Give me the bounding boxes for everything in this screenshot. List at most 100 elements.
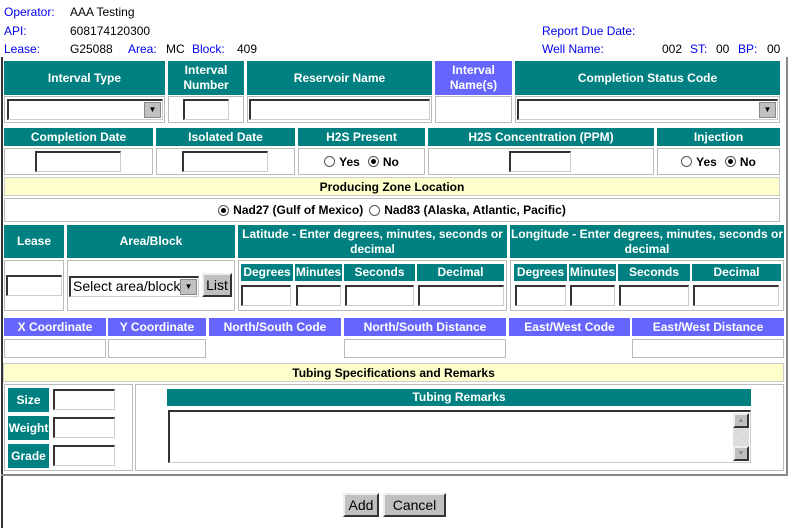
isolated-date-cell (156, 148, 295, 175)
lon-decimal-input[interactable] (693, 285, 779, 306)
reservoir-name-input[interactable] (249, 99, 430, 120)
scroll-down-icon[interactable]: ▼ (733, 446, 749, 461)
completion-status-select[interactable]: ▼ (517, 99, 778, 120)
h2s-no-radio[interactable] (367, 156, 379, 167)
interval-number-header: Interval Number (168, 61, 244, 95)
h2s-concentration-header: H2S Concentration (PPM) (428, 128, 654, 146)
lon-seconds-input[interactable] (619, 285, 689, 306)
area-block-cell (67, 260, 235, 311)
x-coordinate-input[interactable] (4, 339, 106, 358)
reservoir-name-cell (247, 96, 432, 123)
lat-seconds-header: Seconds (344, 264, 415, 281)
h2s-yes-radio[interactable] (324, 156, 336, 167)
h2s-no-label: No (382, 154, 399, 169)
frame-left-border (1, 57, 3, 528)
bp-label: BP: (738, 42, 758, 56)
interval-type-header: Interval Type (4, 61, 165, 95)
lat-degrees-input[interactable] (241, 285, 291, 306)
interval-type-select[interactable]: ▼ (7, 99, 163, 120)
list-button[interactable]: List (202, 273, 232, 297)
interval-type-cell (4, 96, 165, 123)
completion-date-cell (4, 148, 153, 175)
block-label: Block: (192, 42, 225, 56)
lon-degrees-input[interactable] (515, 285, 566, 306)
longitude-cell (510, 260, 784, 311)
st-value: 00 (716, 42, 730, 56)
grade-label: Grade (8, 444, 49, 468)
lat-degrees-header: Degrees (241, 264, 293, 281)
area-block-select-value: Select area/block (73, 278, 181, 294)
block-value: 409 (237, 42, 258, 56)
operator-value: AAA Testing (70, 5, 135, 19)
h2s-present-header: H2S Present (298, 128, 425, 146)
lon-minutes-input[interactable] (570, 285, 615, 306)
tubing-specs-cell (4, 384, 133, 471)
cancel-button[interactable]: Cancel (383, 493, 446, 517)
isolated-date-input[interactable] (182, 151, 268, 172)
frame-right-border (786, 57, 788, 475)
nad27-radio[interactable] (218, 204, 230, 216)
area-block-header: Area/Block (67, 225, 235, 258)
h2s-present-radios: Yes No (298, 148, 425, 175)
chevron-down-icon: ▼ (144, 102, 161, 118)
completion-date-input[interactable] (35, 151, 121, 172)
injection-header: Injection (657, 128, 780, 146)
area-block-select[interactable]: Select area/block▼ (69, 276, 199, 297)
injection-no-label: No (739, 154, 756, 169)
scroll-up-icon[interactable]: ▲ (733, 413, 749, 428)
tubing-remarks-cell (135, 384, 784, 471)
frame-bottom-border (1, 474, 788, 476)
weight-input[interactable] (53, 417, 115, 438)
lat-decimal-header: Decimal (417, 264, 504, 281)
nad83-label: Nad83 (Alaska, Atlantic, Pacific) (384, 203, 566, 217)
grade-input[interactable] (53, 445, 115, 466)
injection-yes-radio[interactable] (681, 156, 693, 167)
size-input[interactable] (53, 389, 115, 410)
lon-degrees-header: Degrees (514, 264, 567, 281)
latitude-header: Latitude - Enter degrees, minutes, secon… (238, 225, 507, 258)
completion-status-cell (515, 96, 780, 123)
producing-zone-header: Producing Zone Location (4, 177, 780, 196)
y-coordinate-input[interactable] (108, 339, 206, 358)
lon-minutes-header: Minutes (569, 264, 616, 281)
h2s-concentration-input[interactable] (509, 151, 571, 172)
h2s-concentration-cell (428, 148, 654, 175)
lat-minutes-input[interactable] (296, 285, 341, 306)
bp-value: 00 (767, 42, 781, 56)
nad83-radio[interactable] (369, 204, 381, 216)
location-lease-input[interactable] (6, 275, 62, 296)
h2s-yes-label: Yes (339, 154, 360, 169)
tubing-remarks-header: Tubing Remarks (167, 389, 751, 406)
weight-label: Weight (8, 416, 49, 440)
injection-no-radio[interactable] (724, 156, 736, 167)
interval-number-input[interactable] (183, 99, 229, 120)
lat-decimal-input[interactable] (418, 285, 504, 306)
ns-code-header: North/South Code (209, 318, 341, 336)
latitude-cell (238, 260, 507, 311)
completion-date-header: Completion Date (4, 128, 153, 146)
well-name-label: Well Name: (542, 42, 604, 56)
reservoir-name-header: Reservoir Name (247, 61, 432, 95)
ew-distance-header: East/West Distance (632, 318, 784, 336)
lease-label: Lease: (4, 42, 41, 56)
ns-distance-header: North/South Distance (344, 318, 506, 336)
tubing-remarks-textarea[interactable]: ▲ ▼ (168, 410, 751, 463)
area-label: Area: (128, 42, 157, 56)
y-coordinate-header: Y Coordinate (108, 318, 206, 336)
lon-decimal-header: Decimal (692, 264, 781, 281)
lat-minutes-header: Minutes (295, 264, 342, 281)
nad27-label: Nad27 (Gulf of Mexico) (233, 203, 364, 217)
textarea-scrollbar[interactable]: ▲ ▼ (733, 413, 749, 461)
add-button[interactable]: Add (343, 493, 379, 517)
lat-seconds-input[interactable] (345, 285, 414, 306)
st-label: ST: (690, 42, 708, 56)
ew-distance-input[interactable] (632, 339, 784, 358)
lease-cell (4, 260, 64, 311)
area-value: MC (166, 42, 185, 56)
interval-names-header: Interval Name(s) (435, 61, 512, 95)
lon-seconds-header: Seconds (618, 264, 690, 281)
ns-distance-input[interactable] (344, 339, 506, 358)
well-name-value: 002 (662, 42, 683, 56)
completion-status-header: Completion Status Code (515, 61, 780, 95)
injection-yes-label: Yes (696, 154, 717, 169)
